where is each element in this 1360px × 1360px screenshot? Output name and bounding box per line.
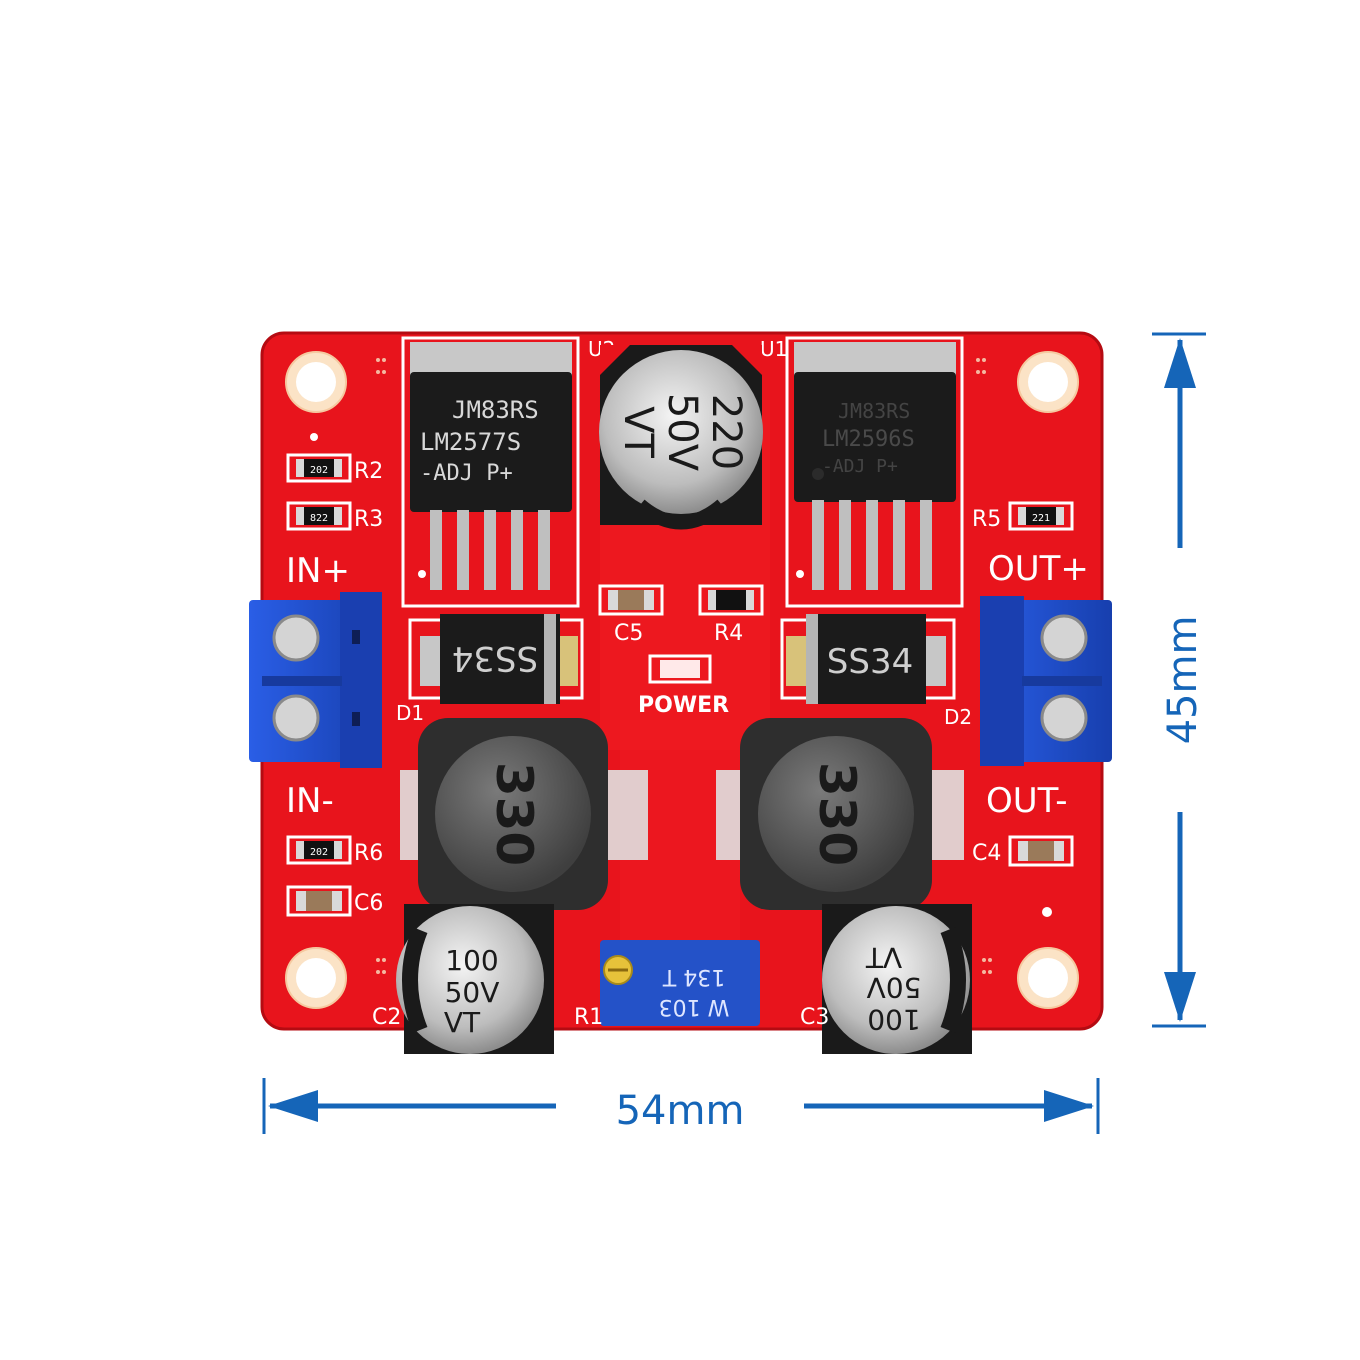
mounting-hole-top-left [285, 351, 347, 413]
resistor-r6: 202 [286, 835, 352, 865]
label-c3: C3 [800, 1005, 829, 1030]
cap-right-line3: VT [865, 941, 902, 974]
capacitor-c5 [598, 584, 664, 616]
label-r1: R1 [574, 1005, 603, 1030]
power-led [648, 654, 712, 684]
width-label: 54mm [616, 1088, 745, 1134]
label-in-minus: IN- [286, 781, 334, 821]
top-cap-line1: 220 [703, 394, 749, 470]
r3-code: 822 [310, 513, 328, 524]
label-c5: C5 [614, 621, 643, 646]
input-terminal-block [249, 592, 382, 768]
r5-code: 221 [1032, 513, 1050, 524]
arrow-left-icon [268, 1090, 318, 1122]
capacitor-c3: 100 50V VT [822, 904, 972, 1054]
capacitor-c6 [286, 885, 352, 917]
left-ic-line3: -ADJ P+ [420, 461, 513, 486]
diode-left-marking: SS34 [452, 638, 538, 678]
resistor-r5: 221 [1008, 501, 1074, 531]
left-regulator-ic: JM83RS LM2577S -ADJ P+ [401, 336, 580, 608]
diode-d1: SS34 [408, 614, 584, 704]
label-u1: U1 [760, 337, 787, 361]
output-terminal-block [980, 596, 1112, 766]
diode-right-marking: SS34 [827, 642, 913, 682]
right-regulator-ic: JM83RS LM2596S -ADJ P+ [785, 336, 964, 608]
mounting-hole-top-right [1017, 351, 1079, 413]
resistor-r4 [698, 584, 764, 616]
label-d2: D2 [944, 705, 972, 729]
right-ic-line3: -ADJ P+ [822, 456, 898, 477]
diode-d2: SS34 [780, 614, 956, 704]
label-d1: D1 [396, 701, 424, 725]
label-c2: C2 [372, 1005, 401, 1030]
arrow-down-icon [1164, 972, 1196, 1022]
r6-code: 202 [310, 847, 328, 858]
cap-left-line2: 50V [445, 976, 500, 1009]
capacitor-c2: 100 50V VT [396, 904, 554, 1054]
trimmer-line1: W 103 [659, 994, 730, 1019]
resistor-r2: 202 [286, 453, 352, 483]
label-r3: R3 [354, 507, 383, 532]
arrow-up-icon [1164, 338, 1196, 388]
mounting-hole-bottom-left [285, 947, 347, 1009]
inductor-right: 330 [716, 718, 964, 910]
label-power: POWER [638, 693, 729, 718]
label-r6: R6 [354, 841, 383, 866]
top-cap-line2: 50V [659, 393, 705, 472]
inductor-left-marking: 330 [485, 762, 543, 866]
r2-code: 202 [310, 465, 328, 476]
label-in-plus: IN+ [286, 551, 350, 591]
right-ic-line1: JM83RS [838, 399, 910, 423]
cap-left-line1: 100 [445, 944, 498, 977]
left-ic-line2: LM2577S [420, 428, 521, 456]
cap-right-line1: 100 [867, 1003, 920, 1036]
capacitor-c4 [1008, 835, 1074, 867]
label-out-minus: OUT- [986, 781, 1068, 821]
height-dimension: 45mm [1152, 332, 1206, 1028]
trimmer-line2: 134 T [662, 964, 725, 989]
top-electrolytic-capacitor: 220 50V VT [599, 345, 763, 530]
cap-right-line2: 50V [867, 971, 922, 1004]
inductor-left: 330 [400, 718, 648, 910]
height-label: 45mm [1160, 616, 1206, 745]
trimmer-potentiometer: W 103 134 T [600, 940, 760, 1026]
width-dimension: 54mm [262, 1078, 1100, 1134]
mounting-hole-bottom-right [1017, 947, 1079, 1009]
top-cap-line3: VT [615, 406, 661, 458]
label-r2: R2 [354, 459, 383, 484]
via-dots [310, 358, 1052, 974]
label-r5: R5 [972, 507, 1001, 532]
left-ic-line1: JM83RS [452, 396, 539, 424]
label-c6: C6 [354, 891, 383, 916]
right-ic-line2: LM2596S [822, 427, 915, 452]
resistor-r3: 822 [286, 501, 352, 531]
label-c4: C4 [972, 841, 1001, 866]
arrow-right-icon [1044, 1090, 1094, 1122]
cap-left-line3: VT [444, 1006, 481, 1039]
label-out-plus: OUT+ [988, 549, 1089, 589]
inductor-right-marking: 330 [808, 762, 866, 866]
label-r4: R4 [714, 621, 743, 646]
